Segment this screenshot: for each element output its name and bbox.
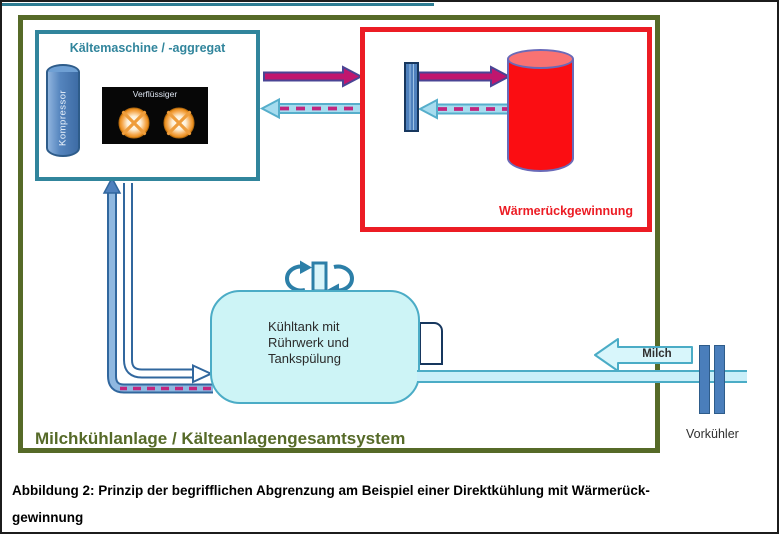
- refrigeration-unit-box: Kältemaschine / -aggregat Kompressor Ver…: [35, 30, 260, 181]
- condenser-label: Verflüssiger: [132, 89, 178, 99]
- tank-label-line: Rührwerk und: [268, 335, 349, 350]
- cooling-tank: Kühltank mit Rührwerk und Tankspülung: [210, 290, 420, 404]
- condenser-box: Verflüssiger: [102, 87, 208, 144]
- milk-label: Milch: [642, 348, 672, 360]
- figure-caption: Abbildung 2: Prinzip der begrifflichen A…: [12, 477, 774, 531]
- precooler-plate-bar: [714, 345, 725, 414]
- cooling-tank-label: Kühltank mit Rührwerk und Tankspülung: [268, 319, 349, 367]
- figure-caption-line2: gewinnung: [12, 510, 84, 525]
- system-boundary-label: Milchkühlanlage / Kälteanlagengesamtsyst…: [35, 429, 406, 448]
- compressor-cylinder: Kompressor: [46, 72, 80, 157]
- heat-exchanger-plate-bar: [404, 62, 419, 132]
- system-boundary-box: [18, 15, 660, 453]
- hot-water-storage-cylinder-top: [507, 49, 574, 69]
- fan-cross-circle-icon: [118, 107, 150, 139]
- precooler-plate-bar: [699, 345, 710, 414]
- milk-pipe: [417, 370, 747, 383]
- figure-caption-line1: Abbildung 2: Prinzip der begrifflichen A…: [12, 483, 650, 498]
- hot-water-storage-cylinder: [507, 59, 574, 172]
- top-edge-artifact-line: [2, 3, 434, 6]
- refrigeration-unit-title: Kältemaschine / -aggregat: [69, 41, 226, 55]
- tank-outlet-port: [419, 322, 443, 365]
- fan-cross-circle-icon: [163, 107, 195, 139]
- condenser-fans: [118, 107, 195, 139]
- compressor-label: Kompressor: [57, 89, 69, 146]
- tank-label-line: Kühltank mit: [268, 319, 340, 334]
- heat-recovery-label: Wärmerückgewinnung: [498, 204, 633, 218]
- heat-recovery-box: Wärmerückgewinnung: [360, 27, 652, 232]
- tank-label-line: Tankspülung: [268, 351, 341, 366]
- precooler-label: Vorkühler: [686, 427, 739, 441]
